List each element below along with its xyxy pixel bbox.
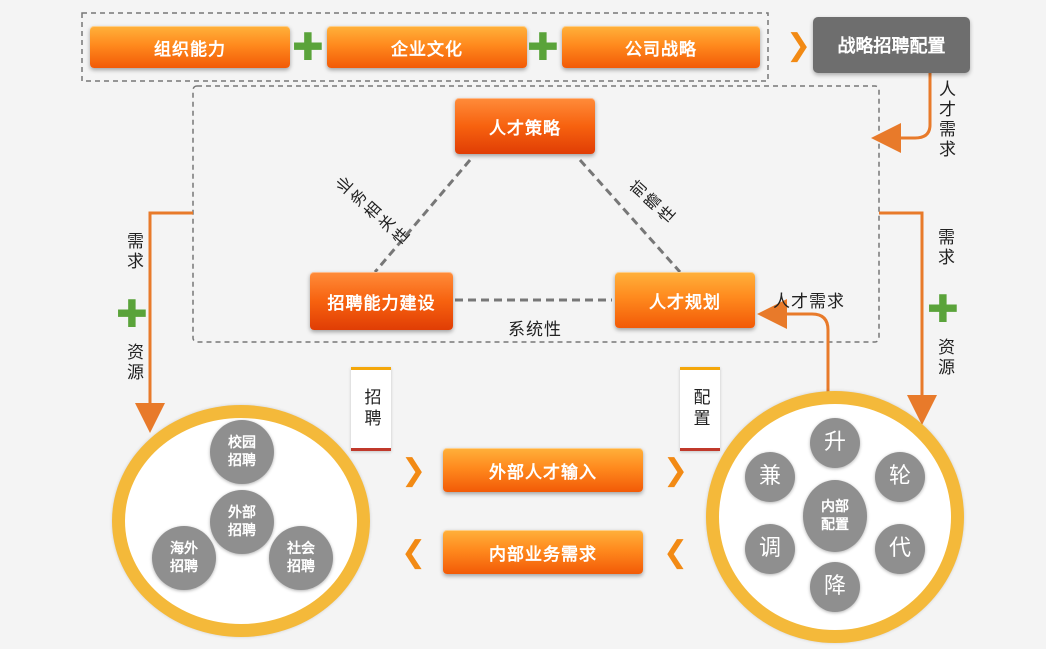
box-strategic-recruitment: 战略招聘配置	[813, 17, 970, 73]
arrow-left-down	[135, 211, 193, 433]
chevron-left-icon: ❮	[401, 535, 427, 570]
circle-promote: 升	[810, 418, 860, 468]
box-recruit-capability: 招聘能力建设	[310, 272, 453, 330]
chevron-right-icon: ❯	[663, 453, 689, 488]
plus-icon: ✚	[116, 292, 148, 336]
box-talent-planning: 人才规划	[615, 272, 755, 328]
circle-transfer: 调	[745, 524, 795, 574]
label-talent-demand-vertical: 人才需求	[935, 80, 955, 160]
circle-campus-recruit: 校园招聘	[210, 420, 274, 484]
plus-icon: ✚	[292, 25, 324, 69]
arrow-right-down	[879, 211, 937, 425]
circle-substitute: 代	[875, 524, 925, 574]
chevron-right-icon: ❯	[786, 28, 812, 63]
chevron-left-icon: ❮	[663, 535, 689, 570]
circle-rotate: 轮	[875, 452, 925, 502]
circle-external-recruit: 外部招聘	[210, 490, 274, 554]
circle-concurrent: 兼	[745, 452, 795, 502]
box-talent-strategy: 人才策略	[455, 98, 595, 154]
circle-internal-allocation: 内部配置	[803, 480, 867, 552]
plus-icon: ✚	[527, 25, 559, 69]
box-org-capability: 组织能力	[90, 26, 290, 68]
label-left-need: 需求	[123, 232, 143, 272]
label-right-need: 需求	[934, 228, 954, 268]
circle-overseas-recruit: 海外招聘	[152, 526, 216, 590]
box-corp-culture: 企业文化	[327, 26, 527, 68]
tag-recruit: 招聘	[351, 367, 391, 451]
label-right-resource: 资源	[934, 338, 954, 378]
box-internal-demand: 内部业务需求	[443, 530, 643, 574]
arrow-talent-demand	[757, 299, 830, 392]
tag-allocate: 配置	[680, 367, 720, 451]
triangle-edge-left-line	[373, 159, 472, 273]
arrow-strategy-to-frame	[871, 72, 932, 153]
box-corp-strategy: 公司战略	[562, 26, 760, 68]
box-external-input: 外部人才输入	[443, 448, 643, 492]
circle-demote: 降	[810, 562, 860, 612]
circle-social-recruit: 社会招聘	[269, 526, 333, 590]
chevron-right-icon: ❯	[401, 453, 427, 488]
label-systematic: 系统性	[508, 320, 562, 340]
plus-icon: ✚	[927, 287, 959, 331]
label-talent-demand: 人才需求	[773, 292, 845, 312]
label-left-resource: 资源	[123, 343, 143, 383]
top-dashed-frame	[81, 12, 769, 82]
